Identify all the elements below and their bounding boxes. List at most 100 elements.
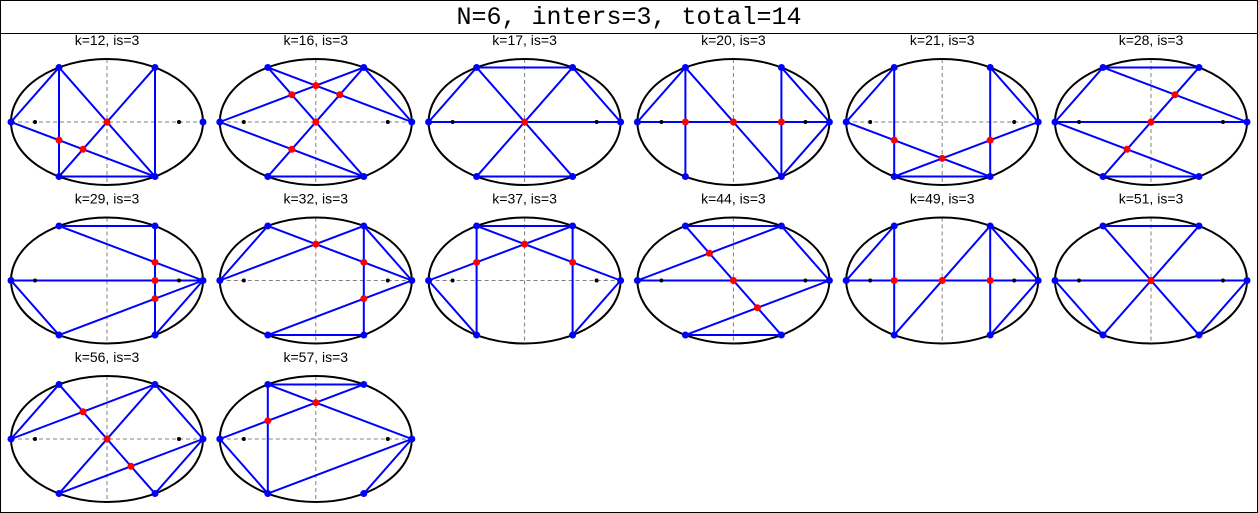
panel-label: k=32, is=3 xyxy=(283,191,348,207)
panel: k=21, is=3 xyxy=(842,32,1042,186)
focus-point xyxy=(241,437,246,441)
panel-label: k=28, is=3 xyxy=(1119,32,1184,48)
vertex-point xyxy=(264,222,272,230)
chord xyxy=(571,66,622,123)
intersection-point xyxy=(473,258,481,266)
vertex-point xyxy=(473,222,481,230)
chord xyxy=(780,121,831,178)
panel: k=56, is=3 xyxy=(7,349,207,503)
vertex-point xyxy=(360,63,368,71)
vertex-point xyxy=(986,222,994,230)
chord xyxy=(428,225,573,282)
intersection-point xyxy=(753,304,761,312)
vertex-point xyxy=(986,63,994,71)
focus-point xyxy=(241,120,246,124)
intersection-point xyxy=(360,295,368,303)
vertex-point xyxy=(890,331,898,339)
panel: k=20, is=3 xyxy=(633,32,833,186)
vertex-point xyxy=(55,331,63,339)
focus-point xyxy=(1221,278,1225,283)
focus-point xyxy=(1012,120,1017,124)
intersection-point xyxy=(288,145,296,153)
vertex-point xyxy=(360,490,368,498)
focus-point xyxy=(1012,278,1017,283)
focus-point xyxy=(177,278,181,283)
chord xyxy=(363,66,413,123)
focus-point xyxy=(594,278,599,283)
panel: k=44, is=3 xyxy=(633,191,833,345)
intersection-point xyxy=(521,240,529,248)
chord xyxy=(780,225,831,282)
intersection-point xyxy=(264,417,272,425)
panel-label: k=21, is=3 xyxy=(910,32,975,48)
panel-label: k=29, is=3 xyxy=(75,191,140,207)
page-title: N=6, inters=3, total=14 xyxy=(456,2,802,32)
vertex-point xyxy=(264,63,272,71)
vertex-point xyxy=(473,331,481,339)
vertex-point xyxy=(681,222,689,230)
intersection-point xyxy=(312,118,320,126)
chord xyxy=(58,279,204,336)
panel-label: k=56, is=3 xyxy=(75,349,140,365)
focus-point xyxy=(594,120,599,124)
vertex-point xyxy=(408,277,416,284)
intersection-point xyxy=(103,435,111,443)
vertex-point xyxy=(360,173,368,181)
chord xyxy=(219,225,269,282)
focus-point xyxy=(659,120,664,124)
intersection-point xyxy=(151,258,159,266)
vertex-point xyxy=(617,118,625,126)
vertex-point xyxy=(825,277,833,284)
vertex-point xyxy=(777,173,785,181)
panel: k=49, is=3 xyxy=(842,191,1042,345)
intersection-point xyxy=(127,462,135,470)
panel-label: k=16, is=3 xyxy=(283,32,348,48)
vertex-point xyxy=(7,118,15,126)
vertex-point xyxy=(633,118,641,126)
vertex-point xyxy=(360,331,368,339)
vertex-point xyxy=(633,277,641,284)
vertex-point xyxy=(151,331,159,339)
vertex-point xyxy=(473,63,481,71)
vertex-point xyxy=(569,173,577,181)
vertex-point xyxy=(55,173,63,181)
panel: k=57, is=3 xyxy=(216,349,416,503)
vertex-point xyxy=(408,435,416,443)
focus-point xyxy=(450,278,455,283)
vertex-point xyxy=(1243,277,1251,284)
intersection-point xyxy=(777,118,785,126)
chord xyxy=(571,279,622,336)
focus-point xyxy=(868,278,873,283)
vertex-point xyxy=(264,331,272,339)
focus-point xyxy=(33,278,37,283)
panel: k=16, is=3 xyxy=(216,32,416,186)
vertex-point xyxy=(199,118,207,126)
focus-point xyxy=(450,120,455,124)
chord xyxy=(636,66,687,123)
vertex-point xyxy=(1099,222,1107,230)
vertex-point xyxy=(890,63,898,71)
chord xyxy=(10,279,60,336)
vertex-point xyxy=(1195,222,1203,230)
panel: k=28, is=3 xyxy=(1051,32,1251,186)
title-bar: N=6, inters=3, total=14 xyxy=(1,1,1257,34)
chord xyxy=(989,279,1039,336)
vertex-point xyxy=(1195,63,1203,71)
panel-label: k=57, is=3 xyxy=(283,349,348,365)
chord xyxy=(219,225,365,282)
intersection-point xyxy=(729,118,737,126)
panel: k=32, is=3 xyxy=(216,191,416,345)
focus-point xyxy=(177,120,181,124)
focus-point xyxy=(1221,120,1225,124)
vertex-point xyxy=(216,435,224,443)
vertex-point xyxy=(1099,63,1107,71)
vertex-point xyxy=(425,277,433,284)
intersection-point xyxy=(890,277,898,284)
vertex-point xyxy=(425,118,433,126)
vertex-point xyxy=(264,173,272,181)
vertex-point xyxy=(151,380,159,388)
vertex-point xyxy=(151,490,159,498)
chord xyxy=(219,438,269,495)
